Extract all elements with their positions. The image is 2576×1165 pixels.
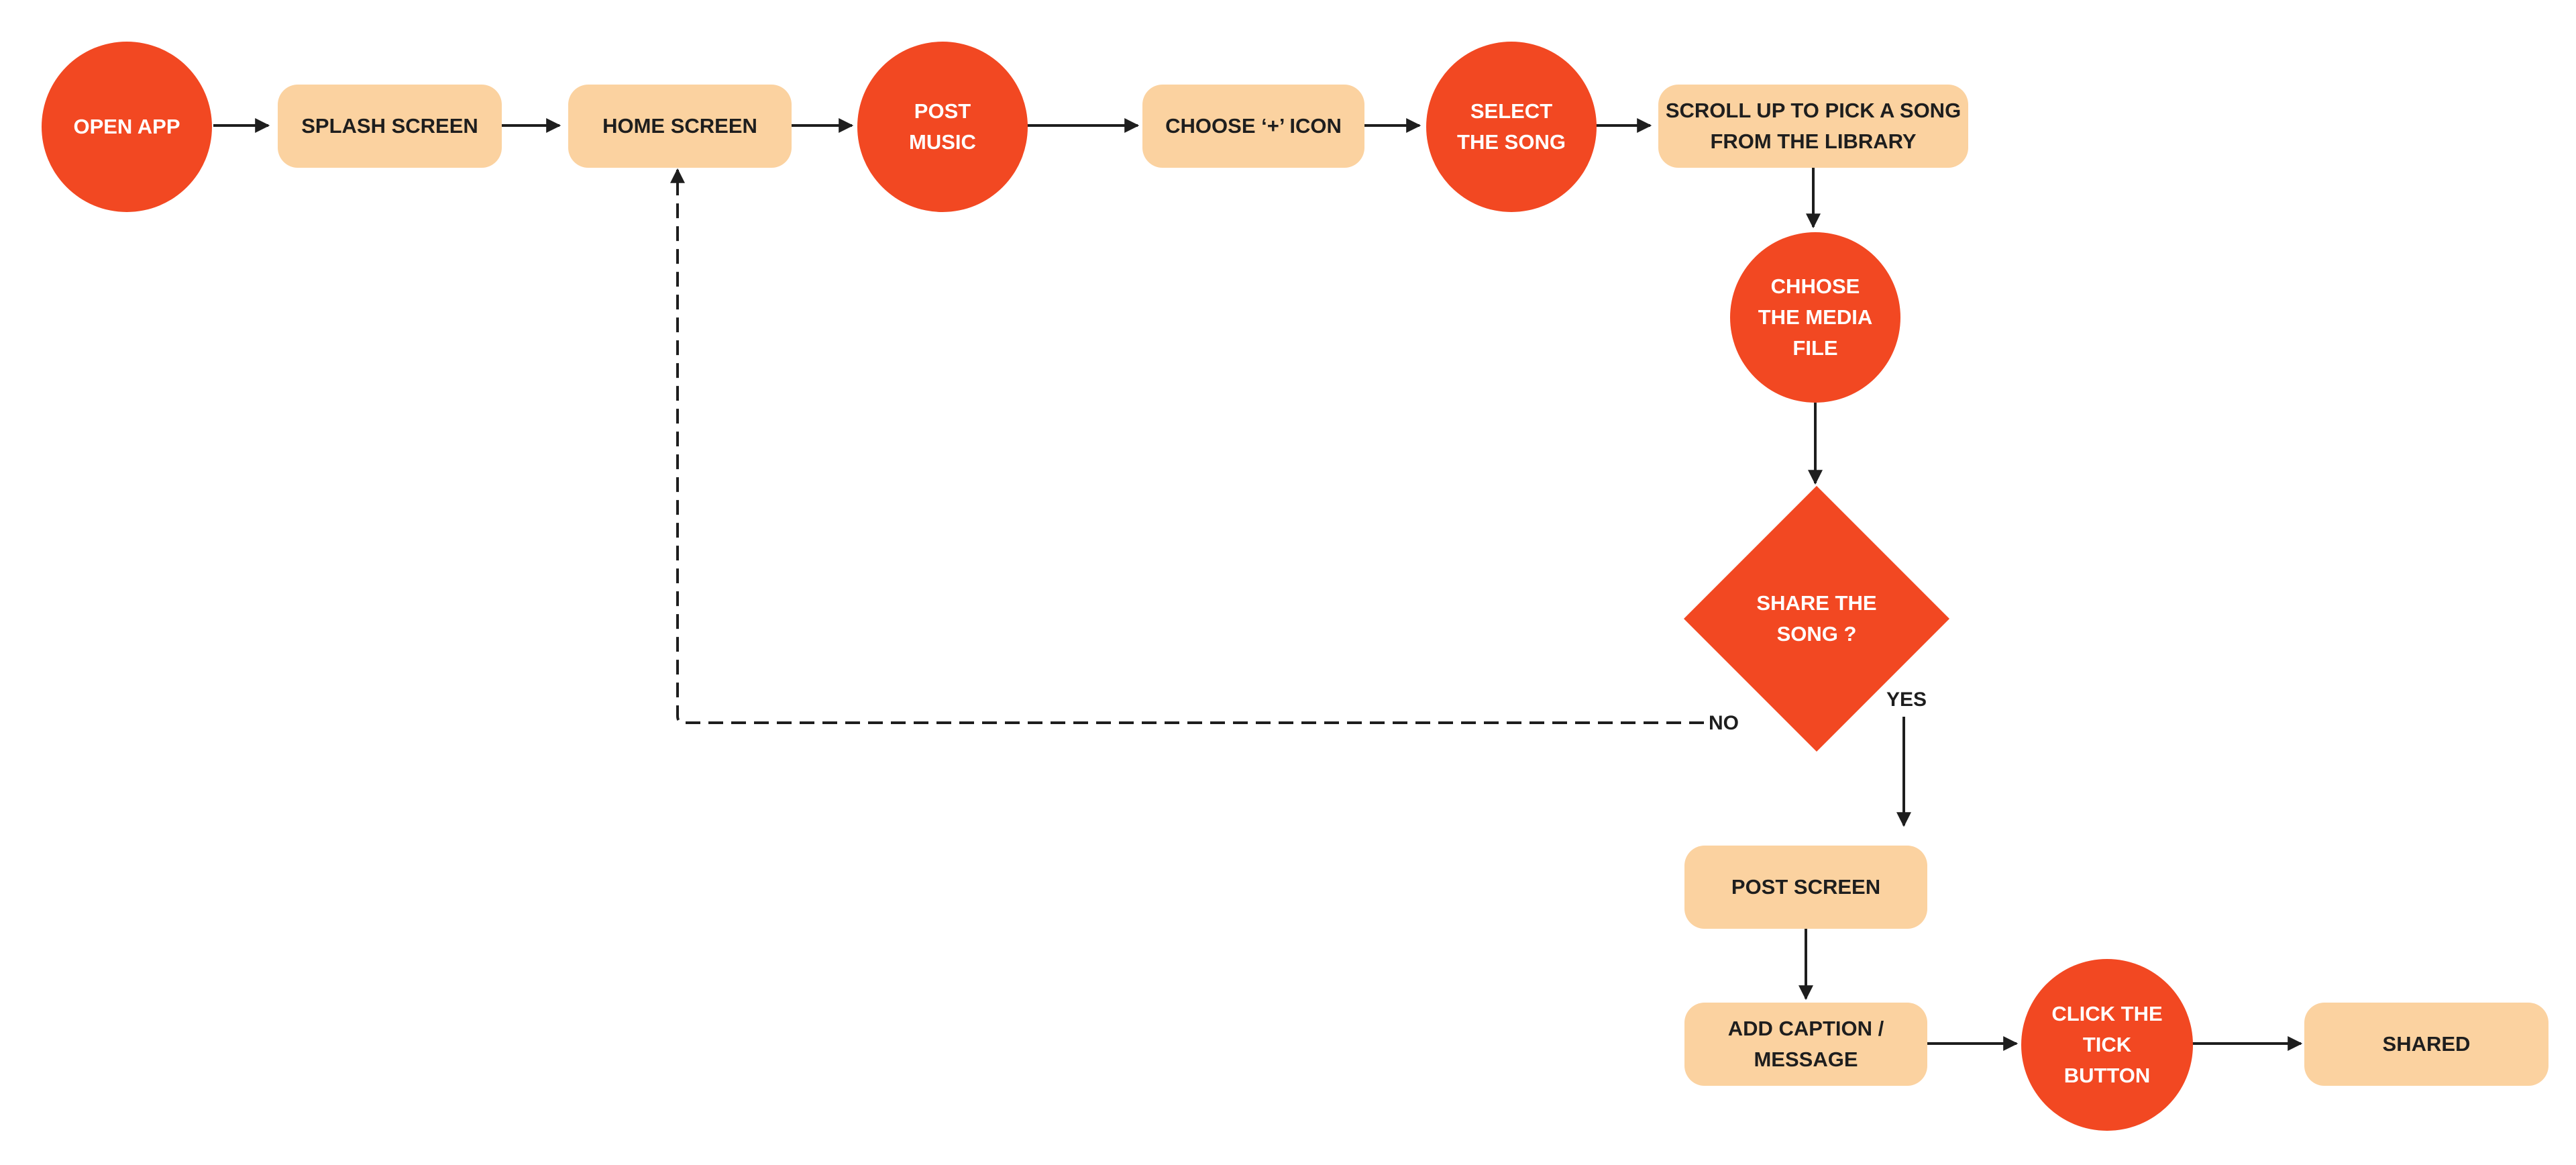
share-song-diamond <box>1684 486 1949 752</box>
post-screen-label: POST SCREEN <box>1731 875 1881 899</box>
add-caption-label: ADD CAPTION / MESSAGE <box>1727 1017 1884 1071</box>
shared-label: SHARED <box>2382 1032 2471 1056</box>
scroll-up-node: SCROLL UP TO PICK A SONG FROM THE LIBRAR… <box>1658 85 1968 168</box>
home-screen-node: HOME SCREEN <box>568 85 792 168</box>
splash-screen-label: SPLASH SCREEN <box>301 114 478 138</box>
post-music-label: POST MUSIC <box>909 99 976 154</box>
choose-media-label: CHHOSE THE MEDIA FILE <box>1758 274 1873 360</box>
select-song-label: SELECT THE SONG <box>1457 99 1566 154</box>
select-song-node: SELECT THE SONG <box>1426 42 1597 212</box>
yes-edge-label: YES <box>1886 689 1927 711</box>
scroll-up-label: SCROLL UP TO PICK A SONG FROM THE LIBRAR… <box>1665 99 1962 153</box>
post-music-node: POST MUSIC <box>857 42 1028 212</box>
click-tick-node: CLICK THE TICK BUTTON <box>2021 959 2193 1131</box>
share-song-label: SHARE THE SONG ? <box>1756 591 1877 646</box>
choose-icon-label: CHOOSE ‘+’ ICON <box>1165 114 1342 138</box>
choose-icon-node: CHOOSE ‘+’ ICON <box>1142 85 1364 168</box>
choose-media-node: CHHOSE THE MEDIA FILE <box>1730 232 1900 403</box>
add-caption-node: ADD CAPTION / MESSAGE <box>1684 1003 1927 1086</box>
splash-screen-node: SPLASH SCREEN <box>278 85 502 168</box>
click-tick-label: CLICK THE TICK BUTTON <box>2051 1002 2163 1087</box>
edge-share-song-to-home-screen <box>670 168 1704 724</box>
share-song-label-box: SHARE THE SONG ? <box>1717 578 1916 659</box>
open-app-node: OPEN APP <box>42 42 212 212</box>
open-app-label: OPEN APP <box>73 115 180 138</box>
post-screen-node: POST SCREEN <box>1684 846 1927 929</box>
no-edge-label: NO <box>1709 712 1739 734</box>
home-screen-label: HOME SCREEN <box>602 114 757 138</box>
shared-node: SHARED <box>2304 1003 2548 1086</box>
